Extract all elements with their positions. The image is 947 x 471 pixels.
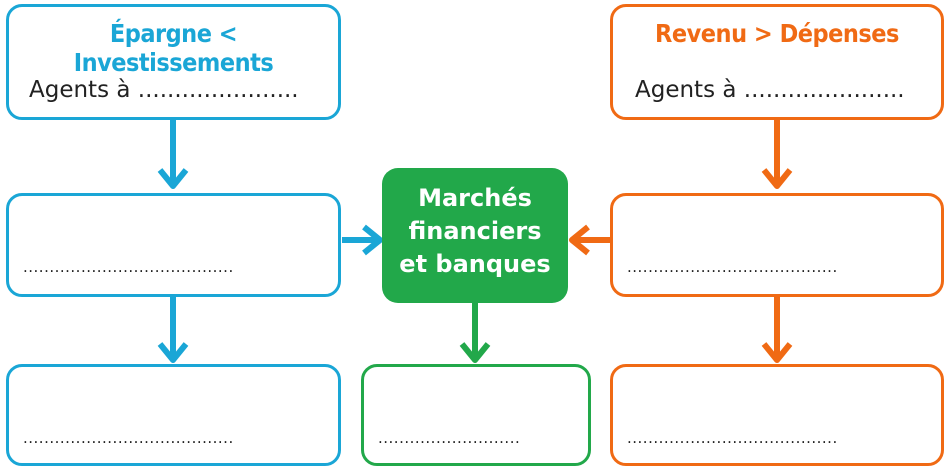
right-agents-text: Agents à ...................... bbox=[635, 77, 905, 103]
arrow-left-to-center bbox=[342, 224, 383, 256]
left-agents-text: Agents à ...................... bbox=[29, 77, 299, 103]
left-middle-dots: ........................................ bbox=[23, 258, 234, 276]
center-line-2: financiers bbox=[408, 217, 542, 245]
arrow-left-top bbox=[157, 119, 189, 189]
right-middle-dots: ........................................ bbox=[627, 258, 838, 276]
arrow-right-to-center bbox=[569, 224, 610, 256]
center-line-3: et banques bbox=[399, 250, 551, 278]
left-title: Épargne < Investissements bbox=[73, 19, 274, 77]
right-bottom-box: ........................................ bbox=[610, 364, 944, 466]
center-bottom-dots: ........................... bbox=[378, 429, 521, 447]
left-title-box: Épargne < Investissements Agents à .....… bbox=[6, 4, 341, 120]
left-middle-box: ........................................ bbox=[6, 193, 341, 297]
center-line-1: Marchés bbox=[418, 184, 532, 212]
arrow-center-down bbox=[459, 303, 491, 363]
right-title-box: Revenu > Dépenses Agents à .............… bbox=[610, 4, 944, 120]
arrow-right-top bbox=[761, 119, 793, 189]
right-bottom-dots: ........................................ bbox=[627, 429, 838, 447]
center-bottom-box: ........................... bbox=[361, 364, 591, 466]
arrow-left-bottom bbox=[157, 296, 189, 363]
financial-markets-box: Marchés financiers et banques bbox=[382, 168, 568, 303]
right-middle-box: ........................................ bbox=[610, 193, 944, 297]
right-title: Revenu > Dépenses bbox=[655, 19, 899, 48]
left-bottom-dots: ........................................ bbox=[23, 429, 234, 447]
left-bottom-box: ........................................ bbox=[6, 364, 341, 466]
arrow-right-bottom bbox=[761, 296, 793, 363]
